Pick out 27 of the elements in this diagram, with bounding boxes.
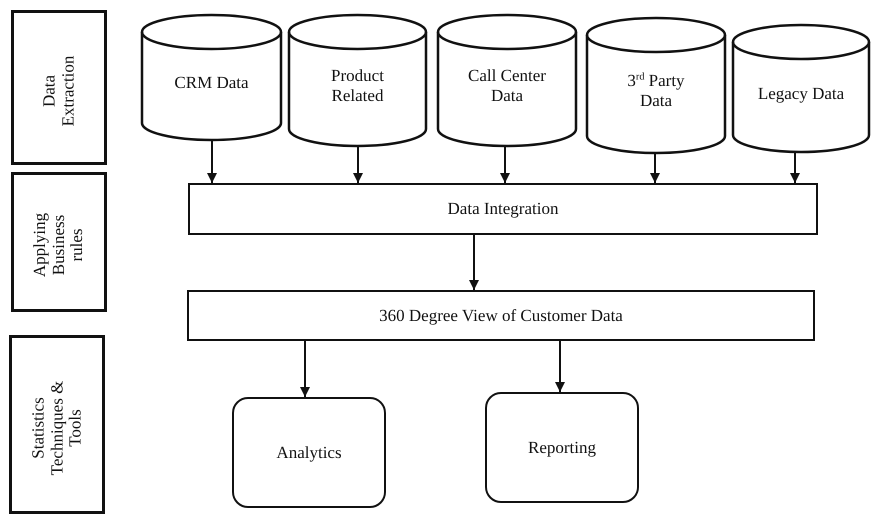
output-box (232, 397, 386, 508)
process-box (188, 183, 818, 235)
stage-label: Data Extraction (40, 54, 78, 128)
node-label: Call Center Data (467, 66, 547, 106)
output-box (485, 392, 639, 503)
node-label: 3$^{rd}$ Party Data (626, 71, 686, 111)
stage-label: Applying Business rules (30, 212, 88, 280)
node-label: Product Related (330, 66, 385, 106)
arrow (469, 235, 479, 290)
arrow (555, 341, 565, 392)
node-label: Data Integration (448, 199, 558, 219)
arrow (300, 341, 310, 397)
node-label: Analytics (276, 442, 342, 462)
arrow (353, 146, 363, 183)
arrow (790, 152, 800, 183)
stage-label-box (11, 10, 107, 165)
arrow (650, 153, 660, 183)
stage-label-box (11, 172, 107, 312)
node-label: Reporting (528, 438, 596, 458)
arrow (500, 146, 510, 183)
node-label: Legacy Data (756, 84, 846, 104)
node-label: 360 Degree View of Customer Data (379, 306, 623, 326)
stage-label: Statistics Techniques & Tools (28, 379, 86, 478)
process-box (187, 290, 815, 341)
stage-label-box (9, 335, 105, 514)
node-label: CRM Data (173, 73, 250, 93)
arrow (207, 140, 217, 183)
